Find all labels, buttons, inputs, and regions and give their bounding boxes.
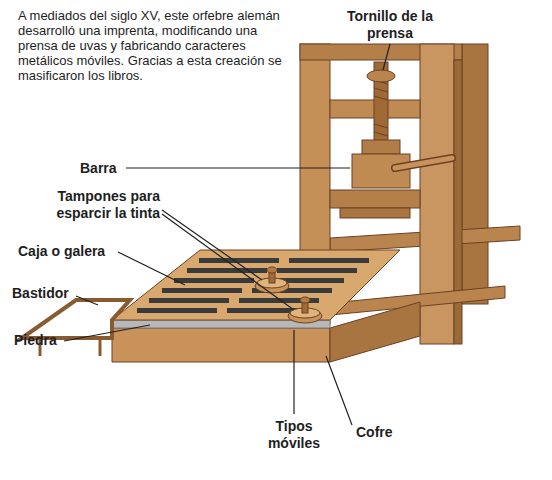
caption-text: A mediados del siglo XV, este orfebre al…	[18, 8, 300, 83]
leader-lines	[64, 44, 390, 425]
part-label: Cofre	[356, 424, 393, 441]
part-label: Barra	[80, 160, 117, 177]
type-grid	[137, 258, 369, 313]
part-label: Tampones para esparcir la tinta	[28, 188, 160, 222]
part-label: Piedra	[14, 332, 57, 349]
part-label: Caja o galera	[18, 243, 105, 260]
ink-balls	[255, 267, 322, 323]
press-bar	[395, 158, 452, 168]
press-bed	[112, 250, 505, 362]
part-label: Tipos móviles	[262, 418, 326, 452]
part-label: Tornillo de la prensa	[342, 8, 438, 42]
part-label: Bastidor	[12, 285, 69, 302]
